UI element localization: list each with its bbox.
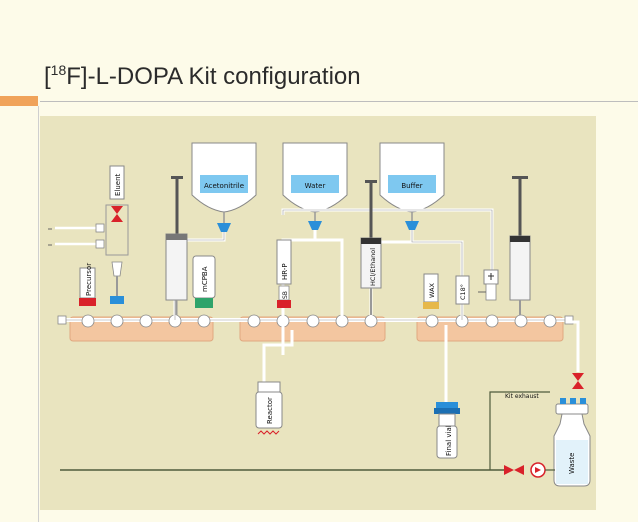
valve-2[interactable]	[110, 314, 124, 328]
wax-cartridge: WAX	[423, 273, 439, 309]
pump-valve-assembly	[504, 462, 555, 478]
valve-8[interactable]	[306, 314, 320, 328]
c18-label: C18°	[459, 284, 467, 300]
manifold-end-right	[564, 315, 574, 325]
check-valve	[478, 269, 499, 301]
valve-1[interactable]	[81, 314, 95, 328]
final-vial: Final vial	[434, 402, 460, 459]
hr-p-label: HR-P	[281, 263, 289, 280]
eluent-valve-icon	[111, 206, 123, 222]
eluent-cap	[110, 296, 124, 304]
kit-exhaust-line	[489, 391, 550, 470]
wax-label: WAX	[428, 282, 436, 298]
slide-title: [18F]-L-DOPA Kit configuration	[44, 62, 361, 91]
input-port-1	[95, 223, 105, 233]
valve-11[interactable]	[425, 314, 439, 328]
precursor-vial: Precursor	[79, 263, 96, 306]
bag-buffer-spike	[405, 221, 419, 230]
bag-water-label: Water	[305, 182, 326, 190]
syringe-2	[360, 180, 382, 315]
input-arrows	[48, 228, 52, 246]
bag-buffer-label: Buffer	[401, 182, 422, 190]
syringe-3	[509, 176, 531, 315]
reactor-line-2	[262, 330, 294, 382]
mcpba-vial: mCPBA	[192, 255, 216, 308]
eluent-label: Eluent	[114, 173, 122, 196]
side-line	[38, 106, 39, 522]
precursor-label: Precursor	[85, 263, 93, 296]
kit-exhaust-label: Kit exhaust	[505, 393, 539, 400]
waste-valve-icon	[572, 373, 584, 389]
valve-14[interactable]	[514, 314, 528, 328]
bag-acetonitrile-label: Acetonitrile	[204, 182, 244, 190]
mcpba-label: mCPBA	[201, 266, 209, 292]
valve-3[interactable]	[139, 314, 153, 328]
reactor-vial: Reactor	[255, 381, 283, 435]
input-port-2	[95, 239, 105, 249]
reactor-heater-icon	[257, 430, 280, 435]
hcl-ethanol-label: HCl/Ethanol	[369, 248, 377, 286]
waste-line	[568, 320, 580, 372]
bag-water-spike	[308, 221, 322, 230]
hr-p-cartridge: HR-P SB	[276, 239, 292, 308]
bag-water: Water	[282, 142, 348, 230]
title-rule	[40, 101, 638, 102]
final-vial-label: Final vial	[445, 425, 453, 456]
title-bracket: [	[44, 63, 51, 90]
syringe-1	[165, 176, 188, 315]
c18-cartridge: C18°	[455, 275, 470, 305]
sb-label: SB	[282, 291, 289, 299]
waste-bottle: Waste	[553, 398, 591, 487]
title-superscript: 18	[50, 62, 67, 78]
bag-acetonitrile: Acetonitrile	[191, 142, 257, 232]
valve-15[interactable]	[543, 314, 557, 328]
manifold-end-left	[57, 315, 67, 325]
eluent-assembly: Eluent	[105, 165, 129, 304]
valve-5[interactable]	[197, 314, 211, 328]
valve-13[interactable]	[485, 314, 499, 328]
accent-bar	[0, 96, 38, 106]
waste-label: Waste	[568, 453, 576, 474]
reactor-label: Reactor	[266, 397, 274, 424]
valve-6[interactable]	[247, 314, 261, 328]
bag-buffer: Buffer	[379, 142, 445, 230]
bag-acetonitrile-spike	[217, 223, 231, 232]
manifold-valves	[81, 314, 557, 328]
title-text: F]-L-DOPA Kit configuration	[66, 63, 361, 90]
